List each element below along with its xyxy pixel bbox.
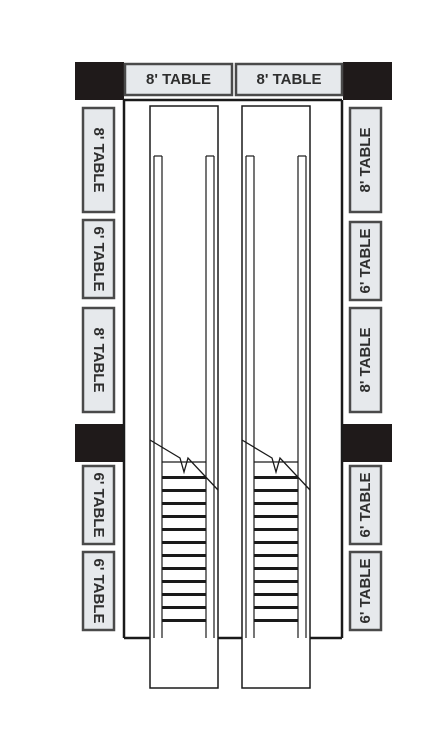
escalator-left-steps — [162, 476, 206, 622]
pillar-mid-left — [75, 424, 124, 462]
table-left-5[interactable]: 6' TABLE — [81, 550, 116, 632]
table-right-3-label: 8' TABLE — [357, 328, 374, 393]
table-top-2-label: 8' TABLE — [257, 71, 322, 88]
escalator-left — [149, 105, 219, 689]
pillar-top-left — [75, 62, 124, 100]
escalator-right — [241, 105, 311, 689]
escalator-right-steps — [254, 476, 298, 622]
table-right-2-label: 6' TABLE — [357, 229, 374, 294]
table-top-2[interactable]: 8' TABLE — [234, 62, 344, 97]
table-top-1[interactable]: 8' TABLE — [123, 62, 234, 97]
table-right-3[interactable]: 8' TABLE — [348, 306, 383, 414]
table-left-2[interactable]: 6' TABLE — [81, 218, 116, 300]
room-boundary — [122, 98, 344, 640]
table-right-1[interactable]: 8' TABLE — [348, 106, 383, 214]
table-left-3[interactable]: 8' TABLE — [81, 306, 116, 414]
table-top-1-label: 8' TABLE — [146, 71, 211, 88]
table-right-5[interactable]: 6' TABLE — [348, 550, 383, 632]
pillar-mid-right — [343, 424, 392, 462]
table-left-5-label: 6' TABLE — [90, 559, 107, 624]
table-right-5-label: 6' TABLE — [357, 559, 374, 624]
table-left-2-label: 6' TABLE — [90, 227, 107, 292]
table-left-1[interactable]: 8' TABLE — [81, 106, 116, 214]
table-left-4-label: 6' TABLE — [90, 473, 107, 538]
table-left-1-label: 8' TABLE — [90, 128, 107, 193]
table-left-4[interactable]: 6' TABLE — [81, 464, 116, 546]
table-right-4-label: 6' TABLE — [357, 473, 374, 538]
table-right-2[interactable]: 6' TABLE — [348, 220, 383, 302]
table-left-3-label: 8' TABLE — [90, 328, 107, 393]
table-right-1-label: 8' TABLE — [357, 128, 374, 193]
table-right-4[interactable]: 6' TABLE — [348, 464, 383, 546]
pillar-top-right — [343, 62, 392, 100]
